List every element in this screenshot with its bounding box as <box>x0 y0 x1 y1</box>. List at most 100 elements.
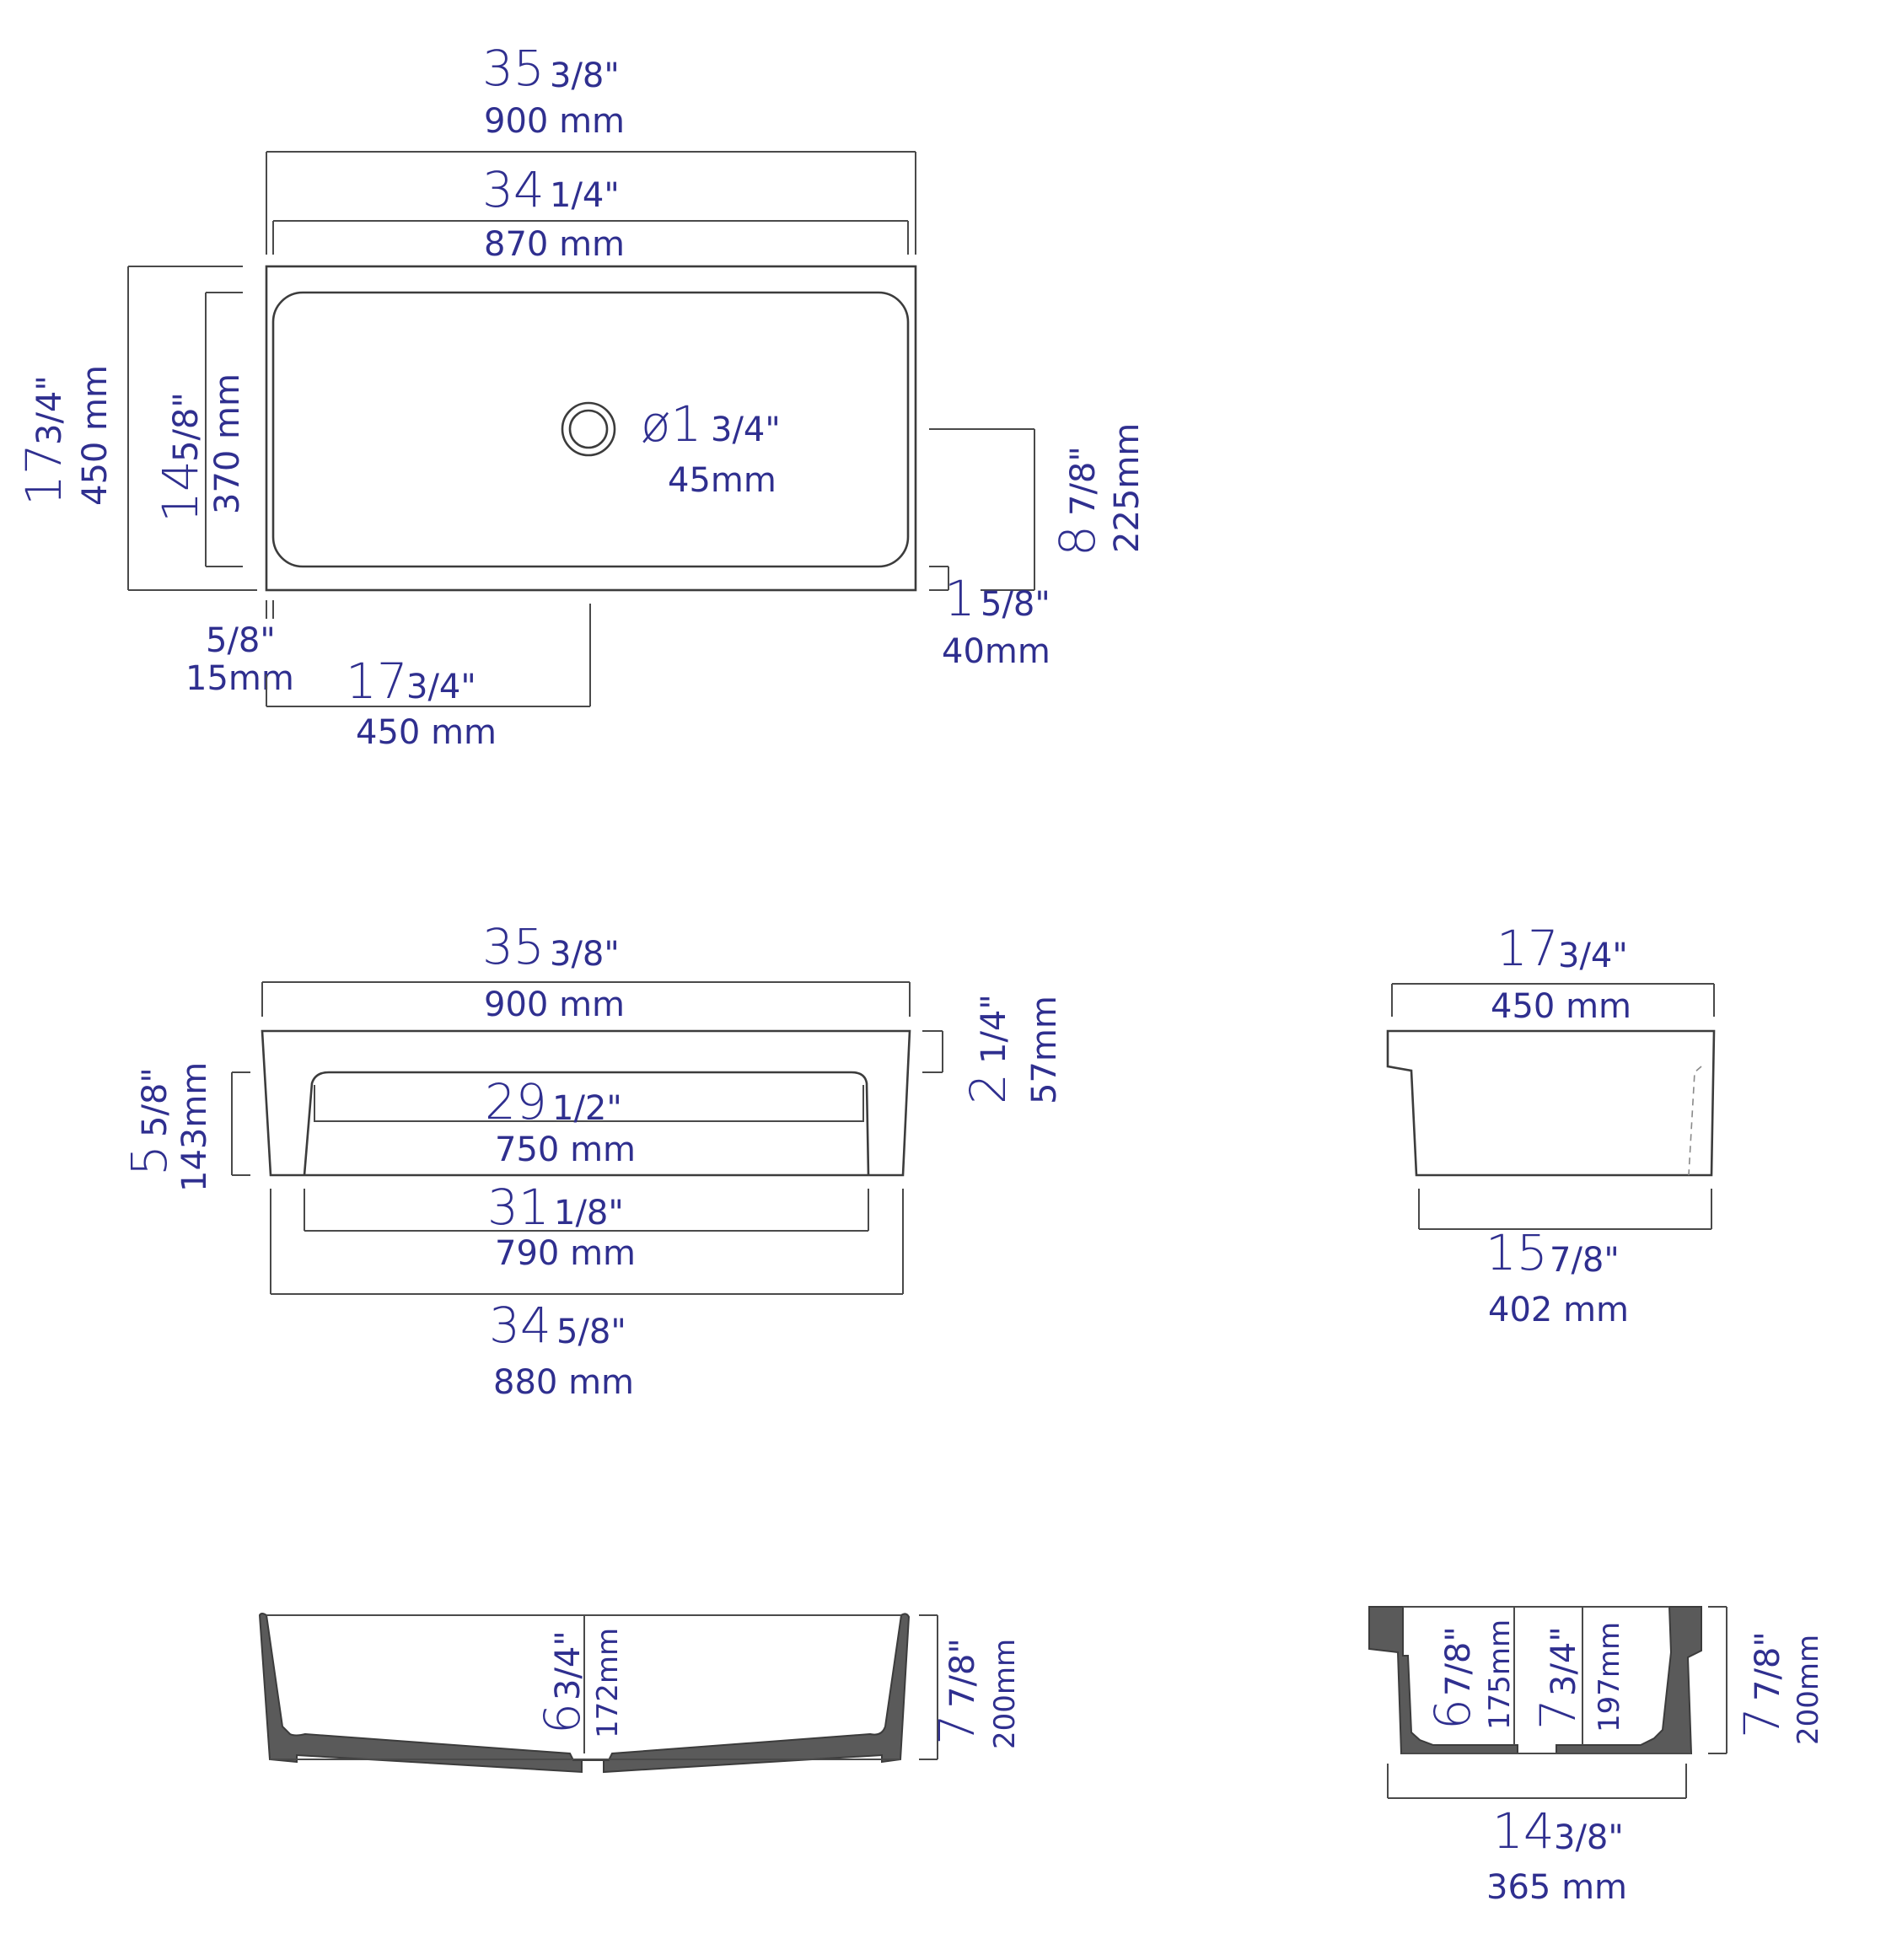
side-bottom-depth-inch: 15 <box>1486 1224 1548 1281</box>
front-section-height-mm: 200mm <box>988 1639 1022 1749</box>
side-bottom-depth-dim: 15 7/8" 402 mm <box>1418 1189 1712 1329</box>
front-bottom-width-frac: 5/8" <box>556 1313 626 1351</box>
rim-front-frac: 5/8" <box>981 585 1050 624</box>
top-view-basin-outline <box>271 291 910 568</box>
front-section: 6 3/4" 172mm 7 7/8" 200mm <box>258 1613 1022 1774</box>
top-inner-width-dim: 34 1/4" 870 mm <box>272 161 909 264</box>
side-section-wall-left <box>1368 1606 1518 1754</box>
drain-inner-ring <box>568 409 609 449</box>
top-inner-depth-inch: 14 <box>152 460 209 523</box>
drain-to-back-dim: 8 7/8" 225mm <box>929 423 1147 591</box>
rim-front-inch: 1 <box>944 570 975 627</box>
rim-front-mm: 40mm <box>942 632 1050 671</box>
side-section-height-inch: 7 <box>1733 1707 1791 1738</box>
front-section-height-dim: 7 7/8" 200mm <box>919 1614 1022 1760</box>
side-section-bottom-depth-inch: 14 <box>1492 1802 1555 1860</box>
top-view: 35 3/8" 900 mm 34 1/4" 870 mm 17 3/4" 45… <box>15 40 1147 752</box>
drain-diameter-frac: 3/4" <box>711 411 781 449</box>
rim-side-mm: 15mm <box>185 659 294 698</box>
drain-diameter-inch: ø1 <box>641 395 701 453</box>
front-section-inner-depth-frac: 3/4" <box>549 1630 588 1700</box>
side-section-front-depth-label: 6 7/8" 175mm <box>1424 1619 1517 1730</box>
front-view-basin-outline <box>303 1071 870 1176</box>
drain-diameter-label: ø1 3/4" 45mm <box>641 395 781 500</box>
drain-from-side-dim: 17 3/4" 450 mm <box>266 604 591 752</box>
drain-to-back-mm: 225mm <box>1108 423 1147 553</box>
drain-to-back-inch: 8 <box>1049 525 1106 556</box>
side-section-height-mm: 200mm <box>1792 1635 1825 1745</box>
front-view-outline <box>261 1029 911 1177</box>
drain-diameter-mm: 45mm <box>668 461 776 500</box>
front-bottom-inner-width-inch: 31 <box>487 1179 550 1236</box>
front-rim-height-frac: 1/4" <box>975 994 1013 1064</box>
side-view-hidden-line <box>1688 1066 1702 1176</box>
side-section-front-depth-mm: 175mm <box>1483 1619 1517 1730</box>
front-top-width-dim: 35 3/8" 900 mm <box>261 918 911 1024</box>
top-view-outer-outline <box>265 265 917 592</box>
rim-side-frac: 5/8" <box>206 621 276 660</box>
top-inner-depth-frac: 5/8" <box>167 392 206 462</box>
drain-from-side-inch: 17 <box>346 652 408 710</box>
side-section-height-dim: 7 7/8" 200mm <box>1708 1606 1825 1754</box>
drain-outer-ring <box>561 401 616 457</box>
rim-front-dim: 1 5/8" 40mm <box>929 566 1050 671</box>
front-bottom-width-dim: 34 5/8" 880 mm <box>270 1189 904 1402</box>
drain-from-side-frac: 3/4" <box>406 668 476 706</box>
front-bottom-inner-width-dim: 31 1/8" 790 mm <box>304 1179 869 1273</box>
side-section-back-depth-inch: 7 <box>1529 1699 1587 1730</box>
front-bottom-inner-width-mm: 790 mm <box>495 1234 636 1273</box>
drain-from-side-mm: 450 mm <box>356 713 497 752</box>
drain-to-back-frac: 7/8" <box>1064 446 1103 516</box>
top-overall-depth-mm: 450 mm <box>76 365 115 506</box>
front-bottom-inner-width-frac: 1/8" <box>554 1194 624 1232</box>
front-view: 35 3/8" 900 mm 2 1/4" 57mm 5 5/8" <box>121 918 1064 1402</box>
side-top-depth-dim: 17 3/4" 450 mm <box>1391 920 1715 1026</box>
top-inner-depth-dim: 14 5/8" 370 mm <box>152 292 247 567</box>
front-top-width-inch: 35 <box>482 918 545 975</box>
front-basin-height-dim: 5 5/8" 143mm <box>121 1062 250 1192</box>
front-top-width-frac: 3/8" <box>550 935 620 974</box>
side-section-front-depth-inch: 6 <box>1424 1699 1481 1730</box>
side-section-bottom-depth-dim: 14 3/8" 365 mm <box>1387 1764 1687 1907</box>
front-section-inner-depth-inch: 6 <box>534 1703 591 1734</box>
front-section-height-inch: 7 <box>928 1714 986 1745</box>
front-view-basin-inner-line <box>314 1085 864 1122</box>
front-basin-width-inch: 29 <box>485 1073 547 1130</box>
front-section-inner-depth-label: 6 3/4" 172mm <box>534 1628 625 1738</box>
front-section-inner-depth-mm: 172mm <box>591 1628 625 1738</box>
top-inner-width-mm: 870 mm <box>484 225 625 264</box>
side-section-wall-right <box>1556 1606 1702 1754</box>
front-section-height-frac: 7/8" <box>943 1638 982 1708</box>
side-section-height-frac: 7/8" <box>1749 1631 1787 1701</box>
top-inner-depth-mm: 370 mm <box>208 373 247 514</box>
front-bottom-width-mm: 880 mm <box>493 1363 634 1402</box>
top-overall-width-dim: 35 3/8" 900 mm <box>266 40 916 255</box>
side-section-back-depth-frac: 3/4" <box>1545 1626 1583 1696</box>
top-overall-width-mm: 900 mm <box>484 102 625 141</box>
top-overall-width-inch: 35 <box>482 40 545 97</box>
side-section-bottom-depth-mm: 365 mm <box>1486 1868 1627 1907</box>
side-view-outline <box>1386 1029 1716 1177</box>
front-basin-width-mm: 750 mm <box>495 1130 636 1169</box>
front-rim-height-dim: 2 1/4" 57mm <box>922 994 1064 1104</box>
side-view: 17 3/4" 450 mm 15 7/8" 402 mm <box>1386 920 1716 1329</box>
front-basin-height-mm: 143mm <box>175 1062 214 1192</box>
top-inner-width-frac: 1/4" <box>550 176 620 215</box>
side-section-back-depth-mm: 197mm <box>1593 1622 1626 1732</box>
front-bottom-width-inch: 34 <box>489 1297 551 1354</box>
side-section-front-depth-frac: 7/8" <box>1439 1626 1478 1696</box>
front-top-width-mm: 900 mm <box>484 985 625 1024</box>
rim-side-dim: 5/8" 15mm <box>185 600 294 698</box>
front-basin-width-frac: 1/2" <box>552 1089 622 1128</box>
side-top-depth-frac: 3/4" <box>1558 937 1628 975</box>
side-section-back-depth-label: 7 3/4" 197mm <box>1529 1622 1626 1732</box>
top-overall-width-frac: 3/8" <box>550 56 620 95</box>
front-basin-height-inch: 5 <box>121 1145 178 1176</box>
top-overall-depth-frac: 3/4" <box>30 375 69 445</box>
top-overall-depth-dim: 17 3/4" 450 mm <box>15 266 257 591</box>
front-rim-height-inch: 2 <box>959 1073 1017 1104</box>
front-rim-height-mm: 57mm <box>1025 996 1064 1104</box>
front-basin-width-label: 29 1/2" 750 mm <box>485 1073 636 1169</box>
side-bottom-depth-frac: 7/8" <box>1550 1241 1620 1280</box>
